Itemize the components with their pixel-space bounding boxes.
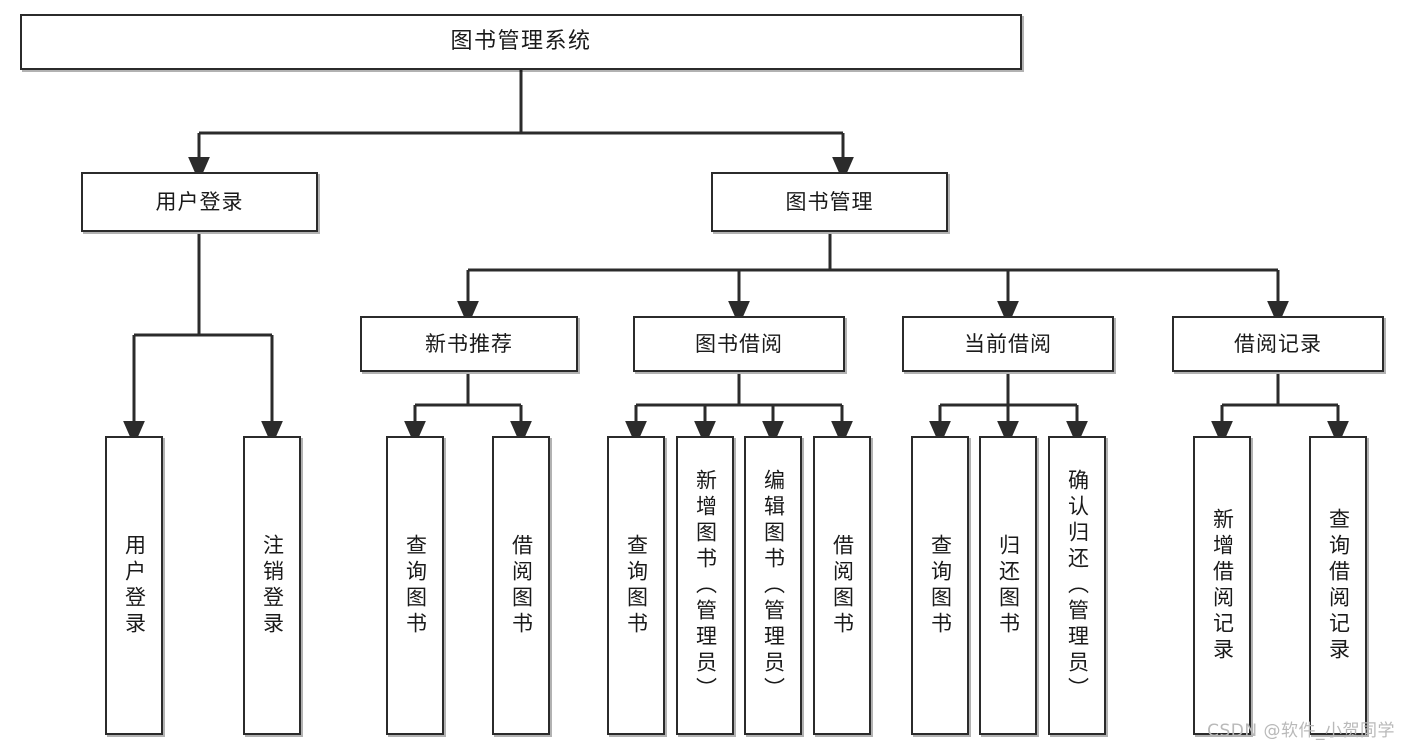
leaf-user-login[interactable]: 用户登录 bbox=[105, 436, 163, 735]
node-new-book-recommendation[interactable]: 新书推荐 bbox=[360, 316, 578, 372]
leaf-return-book[interactable]: 归还图书 bbox=[979, 436, 1037, 735]
node-label: 图书管理 bbox=[785, 189, 874, 214]
node-label: 用户登录 bbox=[122, 533, 147, 638]
node-label: 图书借阅 bbox=[695, 331, 783, 356]
leaf-query-book-current[interactable]: 查询图书 bbox=[911, 436, 969, 735]
leaf-query-borrow-record[interactable]: 查询借阅记录 bbox=[1309, 436, 1367, 735]
node-label: 查询图书 bbox=[928, 533, 953, 638]
leaf-add-book-admin[interactable]: 新增图书（管理员） bbox=[676, 436, 734, 735]
node-user-login[interactable]: 用户登录 bbox=[81, 172, 318, 232]
node-book-management[interactable]: 图书管理 bbox=[711, 172, 948, 232]
node-label: 确认归还（管理员） bbox=[1065, 468, 1090, 703]
node-label: 查询图书 bbox=[403, 533, 428, 638]
watermark-text: CSDN @软件_小贺同学 bbox=[1207, 721, 1395, 741]
node-label: 用户登录 bbox=[155, 189, 244, 214]
node-current-borrowing[interactable]: 当前借阅 bbox=[902, 316, 1114, 372]
leaf-logout[interactable]: 注销登录 bbox=[243, 436, 301, 735]
node-label: 借阅图书 bbox=[830, 533, 855, 638]
node-label: 借阅记录 bbox=[1234, 331, 1322, 356]
leaf-borrow-book-borrowing[interactable]: 借阅图书 bbox=[813, 436, 871, 735]
node-label: 归还图书 bbox=[996, 533, 1021, 638]
node-label: 注销登录 bbox=[260, 533, 285, 638]
node-borrowing-record[interactable]: 借阅记录 bbox=[1172, 316, 1384, 372]
node-root-library-management-system[interactable]: 图书管理系统 bbox=[20, 14, 1022, 70]
node-label: 查询借阅记录 bbox=[1326, 507, 1351, 664]
leaf-edit-book-admin[interactable]: 编辑图书（管理员） bbox=[744, 436, 802, 735]
leaf-confirm-return-admin[interactable]: 确认归还（管理员） bbox=[1048, 436, 1106, 735]
leaf-query-book-borrowing[interactable]: 查询图书 bbox=[607, 436, 665, 735]
node-label: 查询图书 bbox=[624, 533, 649, 638]
leaf-borrow-book-recommendation[interactable]: 借阅图书 bbox=[492, 436, 550, 735]
leaf-add-borrow-record[interactable]: 新增借阅记录 bbox=[1193, 436, 1251, 735]
node-label: 当前借阅 bbox=[964, 331, 1052, 356]
node-label: 图书管理系统 bbox=[450, 29, 592, 55]
node-label: 新书推荐 bbox=[425, 331, 513, 356]
node-label: 新增借阅记录 bbox=[1210, 507, 1235, 664]
node-label: 借阅图书 bbox=[509, 533, 534, 638]
node-book-borrowing[interactable]: 图书借阅 bbox=[633, 316, 845, 372]
leaf-query-book-recommendation[interactable]: 查询图书 bbox=[386, 436, 444, 735]
node-label: 编辑图书（管理员） bbox=[761, 468, 786, 703]
node-label: 新增图书（管理员） bbox=[693, 468, 718, 703]
